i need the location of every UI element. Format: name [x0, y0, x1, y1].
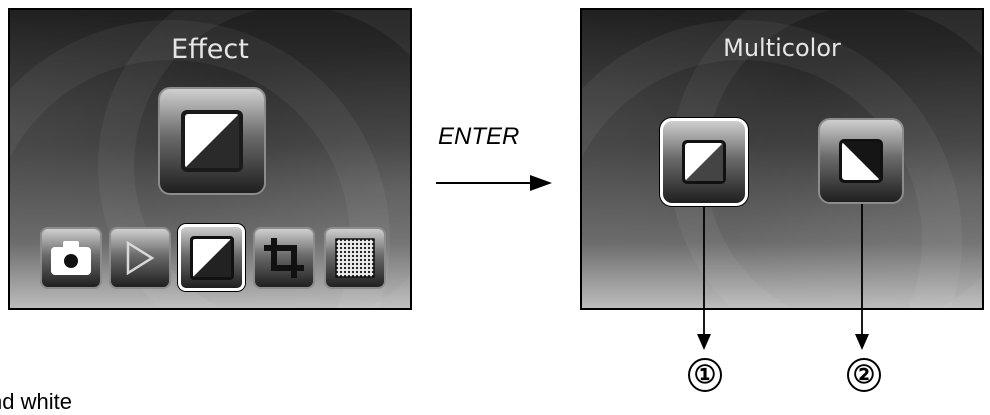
screen-title-multicolor: Multicolor: [723, 34, 841, 62]
multicolor-screen: Multicolor: [580, 8, 984, 310]
play-icon: [126, 241, 155, 275]
effect-icon: [181, 110, 243, 172]
dots-icon: [335, 238, 375, 278]
enter-label: ENTER: [438, 123, 520, 150]
crop-icon: [264, 238, 304, 278]
screen-title-effect: Effect: [171, 34, 249, 65]
option-1-marker: ①: [688, 358, 722, 392]
enter-arrow-head: [530, 175, 552, 191]
effect-screen: Effect: [8, 8, 412, 310]
option-2-pointer-head: [855, 334, 869, 350]
multicolor-option-2[interactable]: [818, 118, 904, 204]
footer-text: nd white: [0, 389, 72, 414]
option-2-marker: ②: [847, 358, 881, 392]
multicolor-option-1[interactable]: [660, 118, 748, 206]
crop-menu-item[interactable]: [253, 227, 315, 289]
effect-icon: [189, 235, 234, 280]
effect-menu-item[interactable]: [178, 224, 245, 291]
camera-icon: [51, 241, 91, 275]
effect-bw-icon: [839, 139, 883, 183]
play-menu-item[interactable]: [109, 227, 171, 289]
effect-multicolor-icon: [682, 140, 726, 184]
effect-preview-tile: [158, 87, 266, 195]
camera-menu-item[interactable]: [40, 227, 102, 289]
option-1-pointer-head: [697, 334, 711, 350]
dots-menu-item[interactable]: [324, 227, 386, 289]
